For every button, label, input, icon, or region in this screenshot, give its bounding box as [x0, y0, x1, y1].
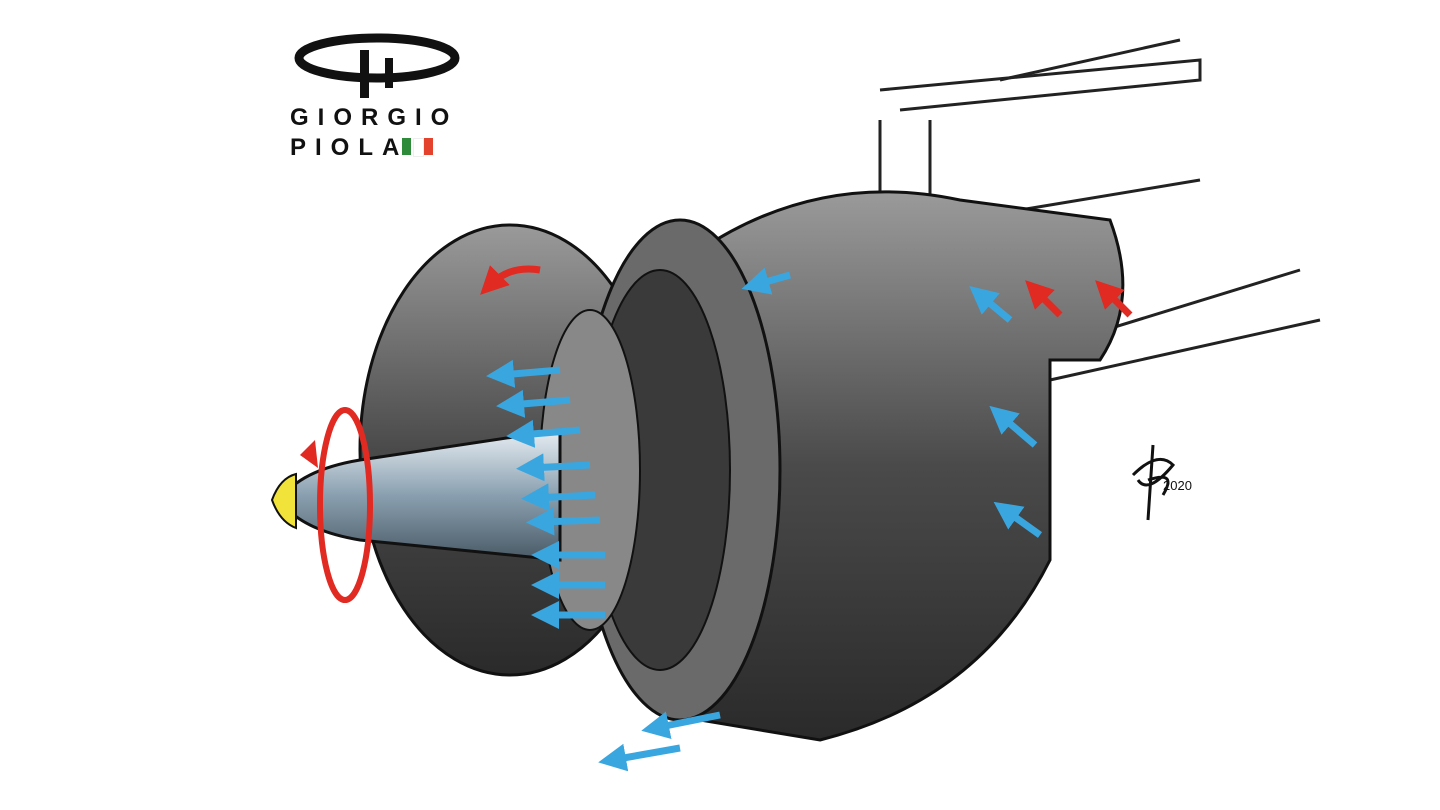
upright-body	[698, 190, 1125, 742]
logo-line-piola: PIOLA	[290, 134, 409, 161]
giorgio-piola-logo	[285, 28, 465, 103]
hot-air-arrows	[480, 265, 1133, 318]
italian-flag-red	[424, 138, 433, 155]
gp-monogram-icon	[294, 33, 460, 98]
svg-text:2020: 2020	[1163, 478, 1192, 493]
artist-signature: 2020	[1118, 440, 1208, 535]
rotation-arrow-icon	[317, 407, 373, 603]
italian-flag-white	[413, 138, 424, 157]
hub-tip	[270, 472, 297, 530]
italian-flag-green	[402, 138, 411, 155]
cooling-air-arrows	[486, 267, 1043, 772]
logo-line-giorgio: GIORGIO	[290, 104, 459, 131]
